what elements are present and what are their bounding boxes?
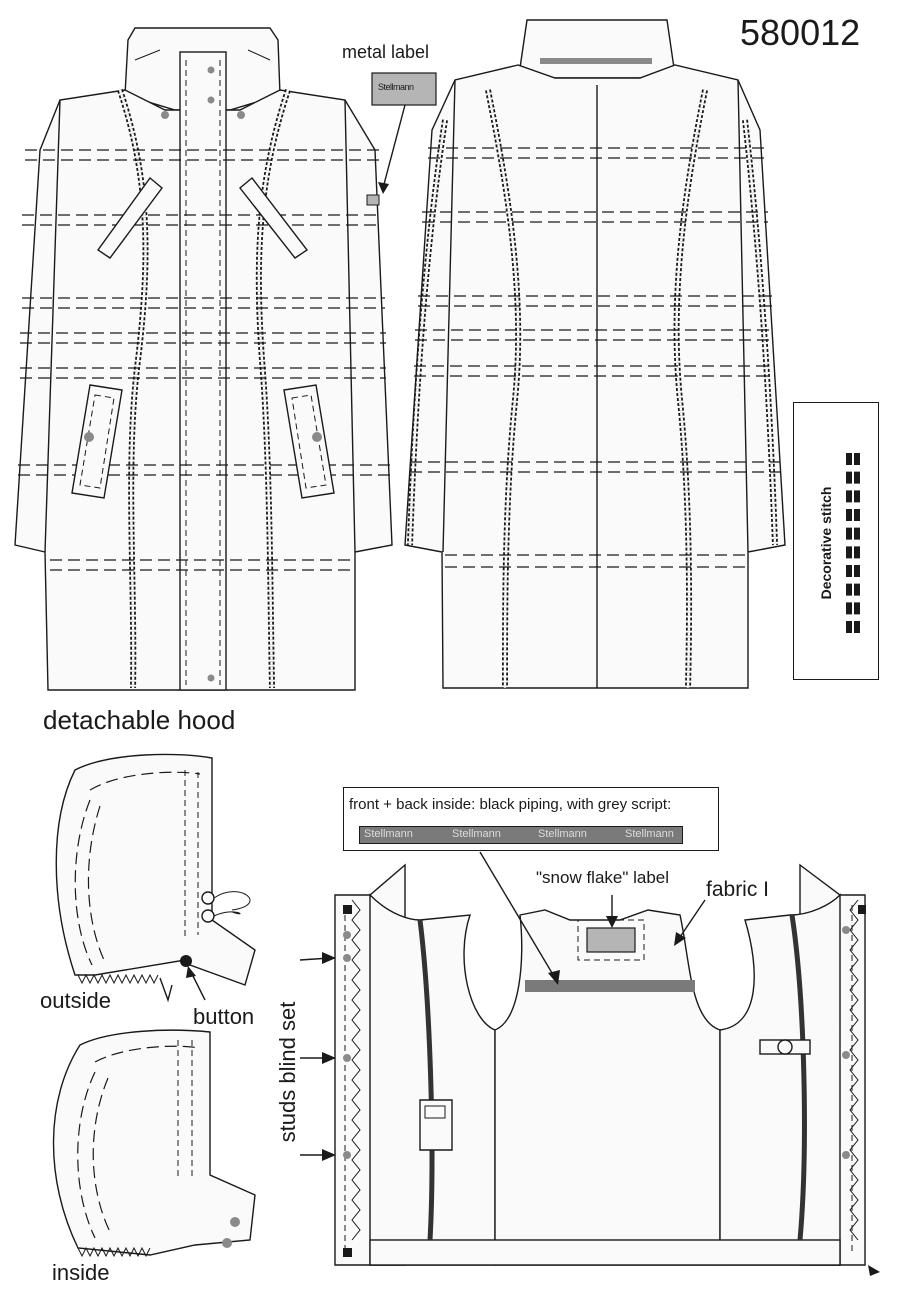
hood-button-label: button [193, 1004, 255, 1029]
detachable-hood-title: detachable hood [43, 705, 236, 735]
decorative-stitch-box: Decorative stitch [793, 402, 879, 680]
metal-label-tag-text: Stellmann [378, 82, 414, 92]
stud-arrows [299, 952, 336, 1161]
piping-script-2: Stellmann [452, 828, 501, 840]
fabric-label-text: fabric I [706, 878, 770, 901]
metal-label-callout [371, 72, 437, 194]
hood-inside-label: inside [52, 1260, 110, 1285]
front-view [14, 27, 393, 691]
studs-blind-set-label: studs blind set [275, 1001, 300, 1143]
piping-script-3: Stellmann [538, 828, 587, 840]
piping-swatch: Stellmann Stellmann Stellmann Stellmann [359, 826, 683, 844]
piping-script-4: Stellmann [625, 828, 674, 840]
decorative-stitch-label: Decorative stitch [818, 486, 834, 600]
decorative-stitch-sample [846, 453, 860, 633]
snow-flake-label-text: "snow flake" label [536, 868, 670, 887]
metal-label-text: metal label [342, 42, 430, 62]
hood-inside-drawing [52, 1029, 256, 1258]
back-view [404, 19, 786, 689]
piping-note-text: front + back inside: black piping, with … [349, 796, 672, 813]
hood-outside-drawing [55, 753, 256, 1003]
inside-view-drawing [299, 851, 880, 1276]
style-number: 580012 [740, 12, 861, 53]
piping-note-box: front + back inside: black piping, with … [343, 787, 719, 851]
piping-script-1: Stellmann [364, 828, 413, 840]
hood-outside-label: outside [40, 988, 111, 1013]
